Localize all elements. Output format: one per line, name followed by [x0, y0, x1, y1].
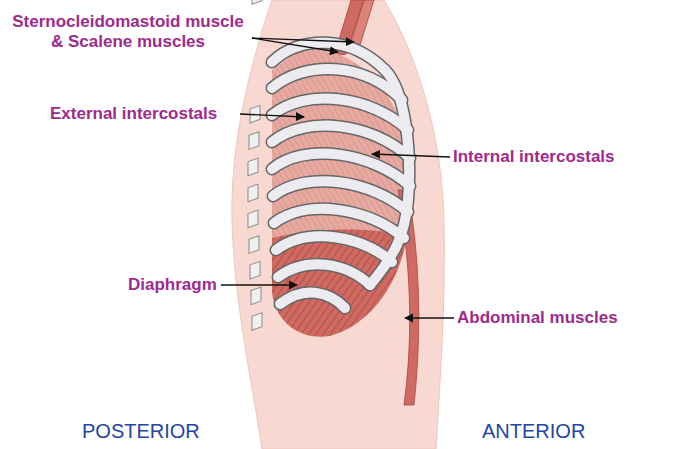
orientation-label: ANTERIOR	[482, 421, 585, 441]
spine	[248, 0, 262, 330]
part-label: Diaphragm	[128, 275, 217, 295]
diaphragm-muscle	[272, 230, 407, 337]
vertebra	[248, 158, 258, 176]
leader-line	[252, 38, 354, 42]
body-silhouette	[232, 0, 445, 449]
vertebra	[252, 0, 262, 4]
part-label: External intercostals	[50, 104, 217, 124]
rib	[280, 293, 345, 308]
part-label: Sternocleidomastoid muscle & Scalene mus…	[8, 12, 248, 52]
vertebra	[248, 210, 258, 228]
leader-line	[372, 154, 450, 157]
rib	[278, 264, 370, 285]
vertebra	[249, 132, 259, 150]
part-label: Internal intercostals	[453, 147, 615, 167]
vertebra	[250, 261, 260, 279]
rib-outline	[280, 293, 345, 308]
vertebra	[252, 313, 262, 331]
rib-cage	[272, 43, 410, 308]
vertebra	[248, 184, 258, 202]
leader-line	[240, 114, 304, 117]
leader-lines	[221, 38, 454, 318]
rib-outline	[278, 264, 370, 285]
neck-muscle	[349, 0, 374, 48]
costal-cartilage	[370, 70, 409, 285]
vertebra	[249, 236, 259, 254]
part-label: Abdominal muscles	[457, 308, 618, 328]
leader-line	[221, 284, 297, 285]
leader-line	[405, 317, 454, 318]
rib	[276, 236, 392, 262]
vertebra	[251, 287, 261, 305]
orientation-label: POSTERIOR	[82, 421, 200, 441]
rib-outline	[276, 236, 392, 262]
